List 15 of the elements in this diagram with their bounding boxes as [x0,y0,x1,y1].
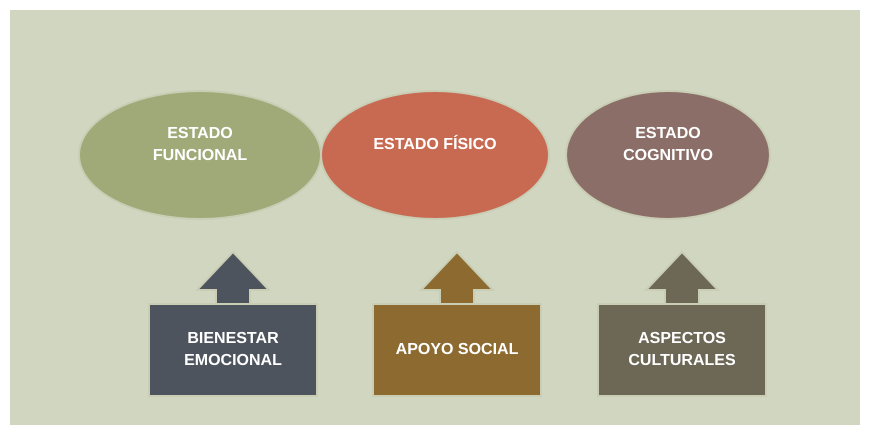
ellipse-node [565,90,771,220]
ellipse-node [78,90,322,220]
block-arrow [644,250,720,305]
node-label: APOYO SOCIAL [396,340,518,360]
process-box [372,303,542,397]
block-arrow [418,250,496,305]
node-label: ESTADO COGNITIVO [622,124,714,166]
process-box [148,303,318,397]
node-label: ESTADO FÍSICO [373,134,497,156]
ellipse-node [320,90,550,220]
node-label: BIENESTAR EMOCIONAL [183,329,283,371]
block-arrow [194,250,272,305]
process-box [597,303,767,397]
node-label: ASPECTOS CULTURALES [627,329,737,371]
node-label: ESTADO FUNCIONAL [152,124,248,166]
